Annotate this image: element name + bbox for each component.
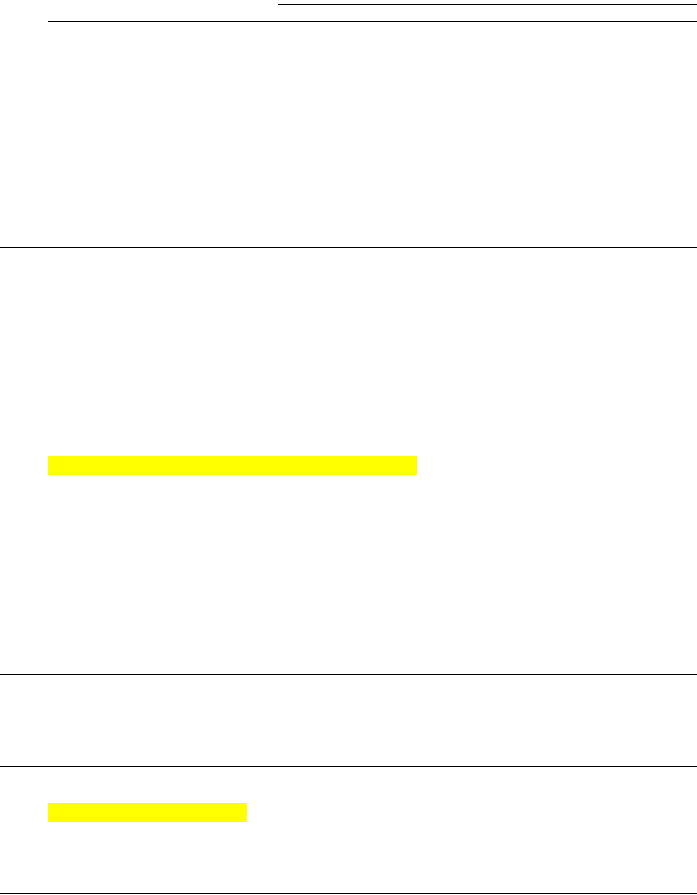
section-divider-4 bbox=[0, 893, 697, 894]
section-divider-3 bbox=[0, 766, 697, 767]
header-rule bbox=[48, 21, 697, 22]
highlight-block-2 bbox=[48, 803, 247, 822]
top-short-rule bbox=[278, 4, 697, 5]
section-divider-2 bbox=[0, 674, 697, 675]
highlight-block-1 bbox=[48, 456, 417, 475]
section-divider-1 bbox=[0, 247, 697, 248]
